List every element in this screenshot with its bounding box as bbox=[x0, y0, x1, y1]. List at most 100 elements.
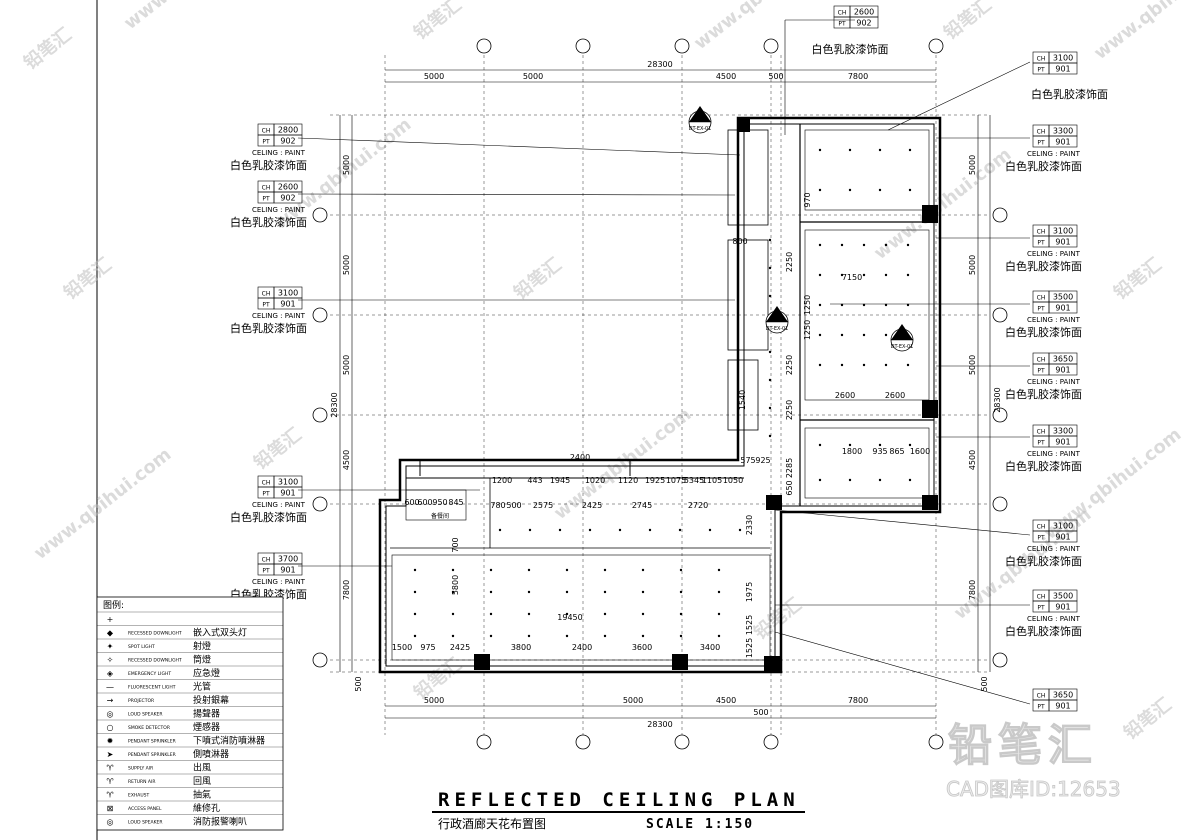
tag-material-label: CELING : PAINT bbox=[1027, 545, 1081, 553]
watermark-site-text: www.qbihui.com bbox=[1090, 0, 1200, 64]
tag-material-label: CELING : PAINT bbox=[252, 312, 306, 320]
downlight-icon bbox=[848, 188, 852, 192]
legend-item-cn: 射燈 bbox=[193, 640, 211, 652]
downlight-icon bbox=[884, 303, 888, 307]
dim-bottom: 500 bbox=[753, 708, 768, 717]
inner-dim-text: 500 bbox=[506, 501, 521, 510]
tag-pt-value: 901 bbox=[280, 300, 295, 309]
downlight-icon bbox=[717, 634, 721, 638]
tag-pt-value: 901 bbox=[1055, 533, 1070, 542]
dim-left-total: 28300 bbox=[330, 392, 339, 417]
legend-symbol-icon: → bbox=[107, 696, 114, 705]
downlight-icon bbox=[908, 148, 912, 152]
inner-dim-text: 2720 bbox=[688, 501, 708, 510]
watermark-site-text: www.qbihui.com bbox=[870, 144, 1015, 264]
tag-pt-value: 901 bbox=[1055, 366, 1070, 375]
downlight-icon bbox=[717, 568, 721, 572]
dim-left: 500 bbox=[354, 676, 363, 691]
downlight-icon bbox=[451, 568, 455, 572]
inner-dim-text: 970 bbox=[803, 192, 812, 207]
section-mark-ref: DT-EX-01 bbox=[766, 326, 789, 332]
legend-item-cn: 側噴淋器 bbox=[193, 748, 229, 760]
downlight-icon bbox=[862, 243, 866, 247]
inner-dim-text: 1075 bbox=[666, 476, 686, 485]
downlight-icon bbox=[618, 528, 622, 532]
dim-top: 5000 bbox=[523, 72, 543, 81]
downlight-icon bbox=[768, 434, 772, 438]
inner-dim-text: 865 bbox=[889, 447, 904, 456]
legend-symbol-icon: ✧ bbox=[107, 656, 114, 665]
svg-text:PT: PT bbox=[1037, 704, 1045, 711]
downlight-icon bbox=[878, 443, 882, 447]
downlight-icon bbox=[862, 273, 866, 277]
tag-pt-value: 901 bbox=[1055, 702, 1070, 711]
svg-text:CH: CH bbox=[1037, 295, 1046, 302]
inner-dim-text: 950 bbox=[432, 498, 447, 507]
downlight-icon bbox=[768, 238, 772, 242]
downlight-icon bbox=[818, 443, 822, 447]
legend-item-cn: 筒燈 bbox=[193, 654, 211, 666]
tag-material-label: CELING : PAINT bbox=[252, 501, 306, 509]
tag-pt-value: 901 bbox=[280, 566, 295, 575]
tag-ch-value: 3500 bbox=[1053, 293, 1073, 302]
downlight-icon bbox=[906, 303, 910, 307]
tag-pt-value: 902 bbox=[856, 19, 871, 28]
inner-dim-text: 3800 bbox=[511, 643, 531, 652]
legend-symbol-icon: ◎ bbox=[107, 710, 114, 719]
legend-item-en: FLUORESCENT LIGHT bbox=[128, 685, 176, 691]
downlight-icon bbox=[413, 612, 417, 616]
downlight-icon bbox=[451, 612, 455, 616]
tag-pt-value: 901 bbox=[1055, 65, 1070, 74]
dim-top: 4500 bbox=[716, 72, 736, 81]
tag-pt-value: 901 bbox=[1055, 138, 1070, 147]
tag-ch-value: 3650 bbox=[1053, 691, 1073, 700]
svg-text:CH: CH bbox=[1037, 229, 1046, 236]
downlight-icon bbox=[603, 612, 607, 616]
watermark-mark-text: 铅笔汇 bbox=[20, 23, 76, 74]
dim-top: 5000 bbox=[424, 72, 444, 81]
legend-item-en: RECESSED DOWNLIGHT bbox=[128, 631, 182, 637]
inner-dim-text: 1250 bbox=[803, 295, 812, 315]
tag-pt-value: 901 bbox=[280, 489, 295, 498]
tag-ch-value: 3500 bbox=[1053, 592, 1073, 601]
tag-pt-value: 901 bbox=[1055, 238, 1070, 247]
inner-dim-text: 925 bbox=[755, 456, 770, 465]
inner-dim-text: 1020 bbox=[585, 476, 605, 485]
downlight-icon bbox=[413, 568, 417, 572]
downlight-icon bbox=[679, 634, 683, 638]
section-mark-03: 03 DT-EX-01 bbox=[765, 306, 789, 334]
inner-dim-text: 575 bbox=[740, 456, 755, 465]
svg-text:PT: PT bbox=[1037, 67, 1045, 74]
tag-material-label: CELING : PAINT bbox=[252, 149, 306, 157]
downlight-icon bbox=[840, 333, 844, 337]
downlight-icon bbox=[768, 378, 772, 382]
tag-ch-value: 3700 bbox=[278, 555, 298, 564]
inner-dim-text: 1500 bbox=[392, 643, 412, 652]
svg-text:PT: PT bbox=[262, 491, 270, 498]
inner-dim-text: 3600 bbox=[632, 643, 652, 652]
downlight-icon bbox=[565, 590, 569, 594]
tag-ch-value: 2600 bbox=[854, 8, 874, 17]
legend-item-cn: 嵌入式双头灯 bbox=[193, 627, 247, 639]
svg-text:CH: CH bbox=[262, 291, 271, 298]
tag-material-label: CELING : PAINT bbox=[1027, 316, 1081, 324]
tag-material-label: CELING : PAINT bbox=[1027, 250, 1081, 258]
inner-dim-text: 600 bbox=[417, 498, 432, 507]
section-mark-01: 01 DT-EX-01 bbox=[688, 106, 712, 134]
tag-finish-note: 白色乳胶漆饰面 bbox=[230, 215, 307, 229]
tag-finish-note: 白色乳胶漆饰面 bbox=[1005, 159, 1082, 173]
dimension-lines bbox=[339, 69, 991, 719]
inner-dim-text: 443 bbox=[527, 476, 542, 485]
downlight-icon bbox=[848, 443, 852, 447]
downlight-icon bbox=[641, 590, 645, 594]
downlight-icon bbox=[738, 528, 742, 532]
tag-ch-value: 2600 bbox=[278, 183, 298, 192]
legend-item-cn: 应急燈 bbox=[193, 667, 220, 679]
legend-symbol-icon: ♈ bbox=[106, 777, 113, 786]
downlight-icon bbox=[565, 568, 569, 572]
